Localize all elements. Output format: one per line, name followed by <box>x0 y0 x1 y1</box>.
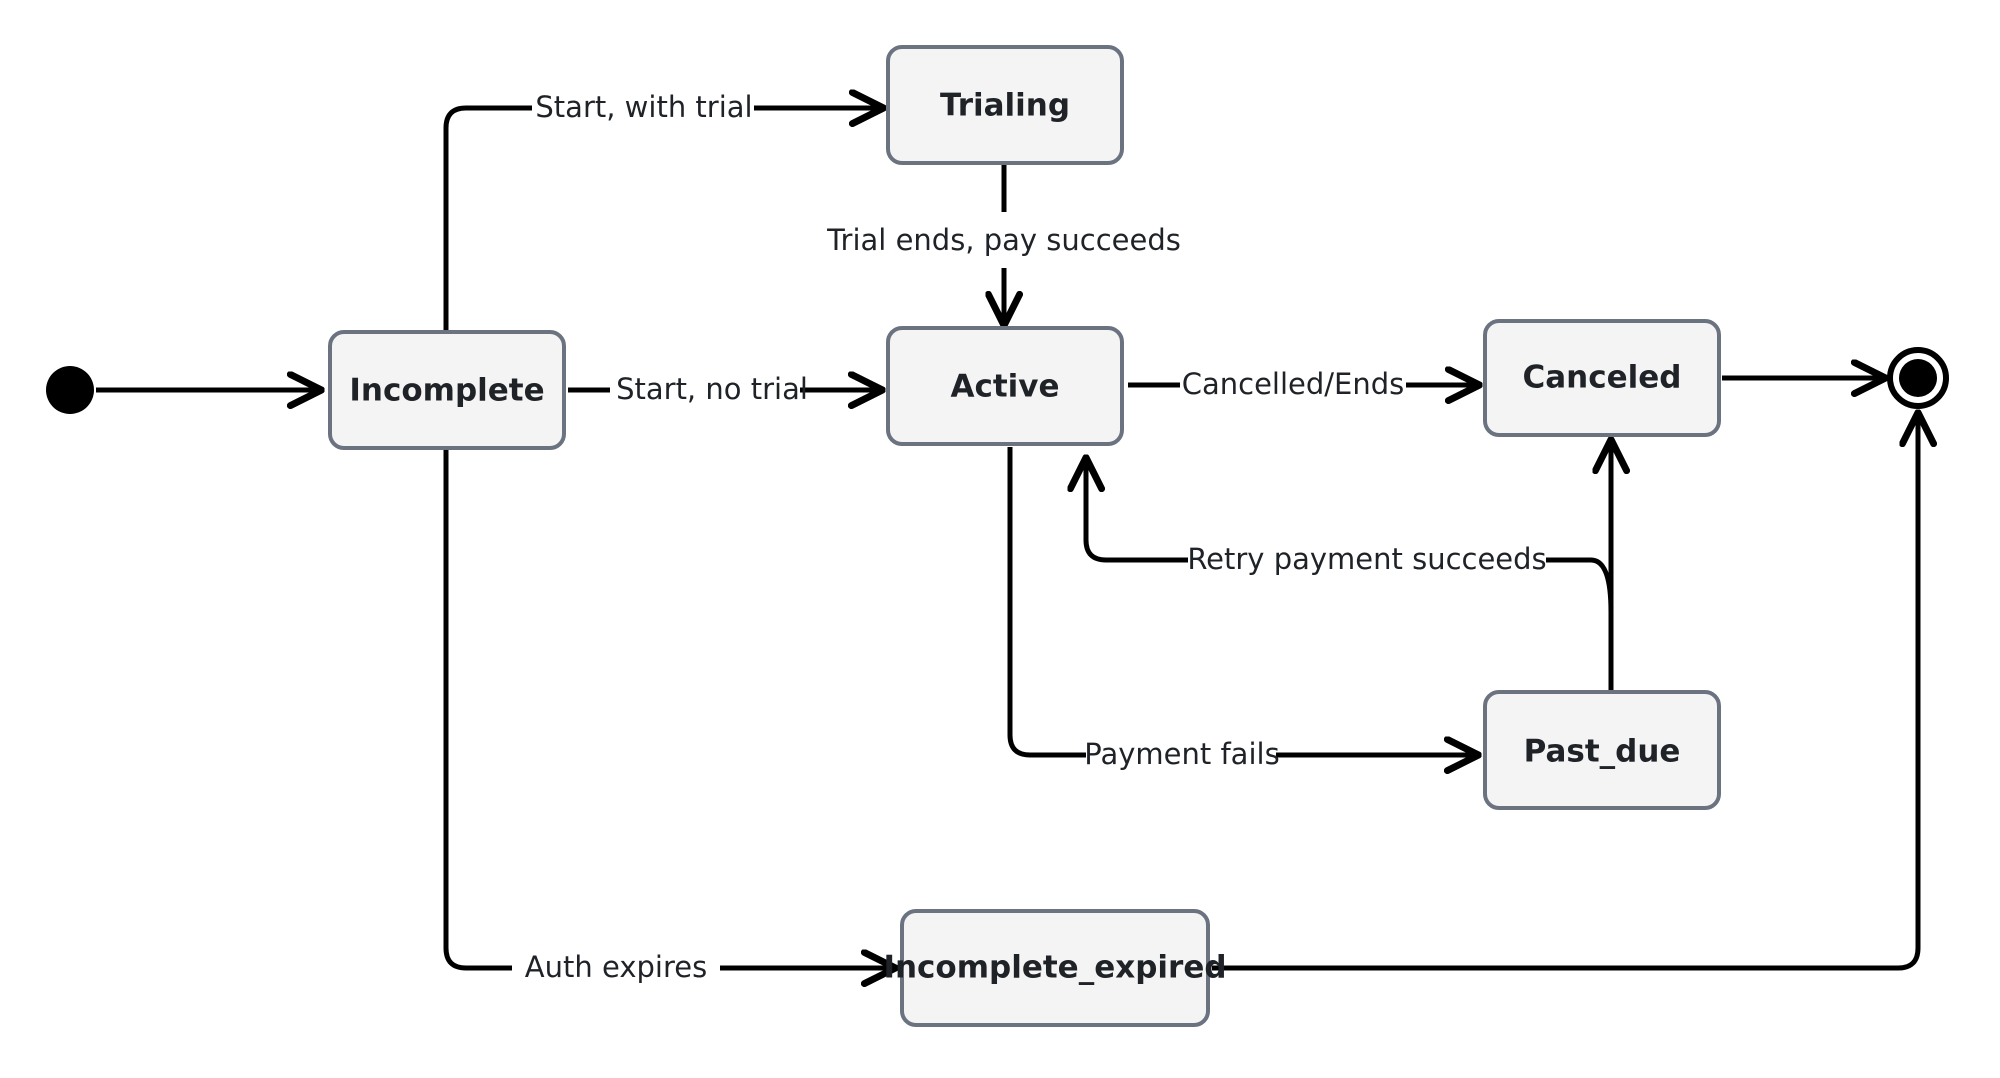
edge-incomplete-to-active: Start, no trial <box>568 372 881 406</box>
node-state-trialing[interactable]: Trialing <box>886 45 1124 165</box>
node-initial-state[interactable] <box>46 366 94 414</box>
edge-trialing-to-active: Trial ends, pay succeeds <box>826 164 1181 324</box>
node-label-trialing: Trialing <box>940 88 1070 124</box>
edge-label-retry-payment-succeeds: Retry payment succeeds <box>1187 542 1546 576</box>
edge-label-cancelled-ends: Cancelled/Ends <box>1182 367 1405 401</box>
edge-label-payment-fails: Payment fails <box>1084 737 1279 771</box>
node-state-past-due[interactable]: Past_due <box>1483 690 1721 810</box>
node-label-past-due: Past_due <box>1524 734 1681 770</box>
node-label-active: Active <box>950 369 1059 405</box>
node-state-incomplete-expired[interactable]: Incomplete_expired <box>883 909 1227 1027</box>
node-state-active[interactable]: Active <box>886 326 1124 446</box>
node-final-state[interactable] <box>1887 347 1949 409</box>
edge-pastdue-to-active: Retry payment succeeds <box>1086 459 1614 613</box>
node-label-incomplete-expired: Incomplete_expired <box>883 950 1226 986</box>
node-label-canceled: Canceled <box>1523 360 1682 396</box>
node-state-canceled[interactable]: Canceled <box>1483 319 1721 437</box>
edge-active-to-pastdue: Payment fails <box>1007 447 1477 771</box>
edge-incomplete-to-incomplete-expired: Auth expires <box>443 450 894 984</box>
edge-incomplete-to-trialing: Start, with trial <box>443 90 882 330</box>
edge-incomplete-expired-to-end <box>1212 414 1918 971</box>
node-label-incomplete: Incomplete <box>349 373 544 409</box>
edge-label-trial-ends-pay-succeeds: Trial ends, pay succeeds <box>826 223 1181 257</box>
node-state-incomplete[interactable]: Incomplete <box>328 330 566 450</box>
edge-label-start-with-trial: Start, with trial <box>535 90 752 124</box>
edge-label-start-no-trial: Start, no trial <box>616 372 808 406</box>
edge-active-to-canceled: Cancelled/Ends <box>1128 367 1478 401</box>
edge-label-auth-expires: Auth expires <box>525 950 707 984</box>
